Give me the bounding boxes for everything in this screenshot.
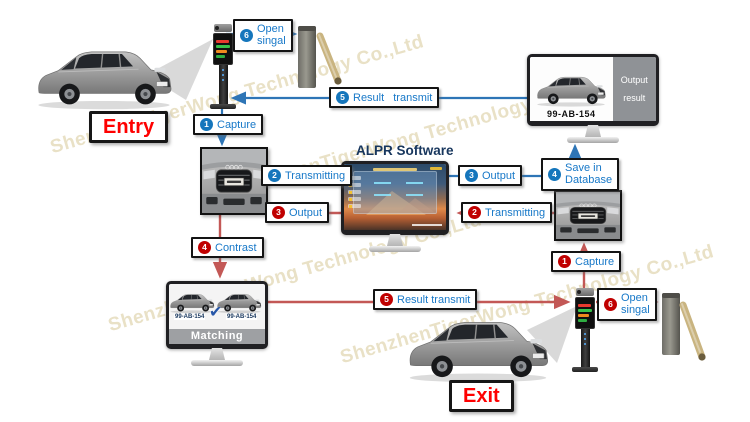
license-plate-text: 99-AB-154 [547, 109, 596, 119]
alpr-software-title: ALPR Software [356, 143, 454, 158]
step-number-badge: 4 [198, 241, 211, 254]
alpr-screen [341, 161, 449, 235]
exit-step-5-result-transmit: 5 Result transmit [373, 289, 478, 310]
exit-barrier-gate [662, 293, 706, 361]
exit-step-4-contrast: 4 Contrast [191, 237, 264, 258]
step-number-badge: 2 [468, 206, 481, 219]
pole-shaft [218, 65, 228, 104]
exit-camera-pole [570, 288, 600, 372]
exit-step-2-transmitting: 2 Transmitting [461, 202, 553, 223]
camera-icon [576, 288, 594, 296]
monitor-stand [387, 234, 403, 246]
exit-step-3-output: 3 Output [265, 202, 330, 223]
step-number-badge: 1 [200, 118, 213, 131]
output-result-caption: Output result [612, 57, 656, 121]
monitor-base [191, 360, 243, 366]
monitor-stand [209, 348, 225, 360]
led-display [213, 33, 233, 65]
entry-barrier-gate [298, 26, 342, 88]
step-number-badge: 3 [272, 206, 285, 219]
alpr-software-monitor [341, 161, 449, 252]
exit-camera-view-cone [527, 306, 577, 363]
entry-step-5-result-transmit: 5 Result transmit [329, 87, 440, 108]
exit-step-1-capture: 1 Capture [551, 251, 622, 272]
license-plate-text: 99-AB-154 [226, 314, 258, 320]
camera-icon [214, 24, 232, 32]
entry-camera-pole [208, 24, 238, 109]
entry-step-2-transmitting: 2 Transmitting [261, 165, 353, 186]
recognized-vehicle-photo: 99-AB-154 [530, 57, 613, 121]
step-number-badge: 4 [548, 167, 561, 181]
exit-captured-plate-image [554, 190, 622, 241]
monitor-stand [585, 125, 601, 137]
exit-gate-label: Exit [449, 380, 514, 412]
pole-shaft [580, 329, 590, 367]
pole-base [210, 104, 236, 109]
entry-gate-label: Entry [89, 111, 169, 143]
entry-step-3-output: 3 Output [458, 165, 523, 186]
step-number-badge: 5 [380, 293, 393, 306]
step-number-badge: 1 [558, 255, 571, 268]
step-number-badge: 6 [604, 297, 617, 311]
pole-base [572, 367, 598, 372]
step-number-badge: 3 [465, 169, 478, 182]
output-screen: 99-AB-154 Output result [527, 54, 659, 126]
match-check-icon: ✔ [209, 304, 223, 321]
monitor-base [567, 137, 619, 143]
matching-screen: 99-AB-154 99-AB-154 ✔ Matching [166, 281, 268, 349]
entry-vehicle [28, 36, 180, 112]
entry-step-1-capture: 1 Capture [193, 114, 264, 135]
exit-vehicle [399, 306, 557, 385]
license-plate-text: 99-AB-154 [174, 314, 206, 320]
matching-monitor: 99-AB-154 99-AB-154 ✔ Matching [166, 281, 268, 366]
step-number-badge: 2 [268, 169, 281, 182]
monitor-base [369, 246, 421, 252]
step-number-badge: 5 [336, 91, 349, 104]
entry-captured-plate-image [200, 147, 268, 215]
matching-caption: Matching [169, 329, 265, 344]
output-result-monitor: 99-AB-154 Output result [527, 54, 659, 143]
step-number-badge: 6 [240, 28, 253, 42]
led-display [575, 297, 595, 329]
